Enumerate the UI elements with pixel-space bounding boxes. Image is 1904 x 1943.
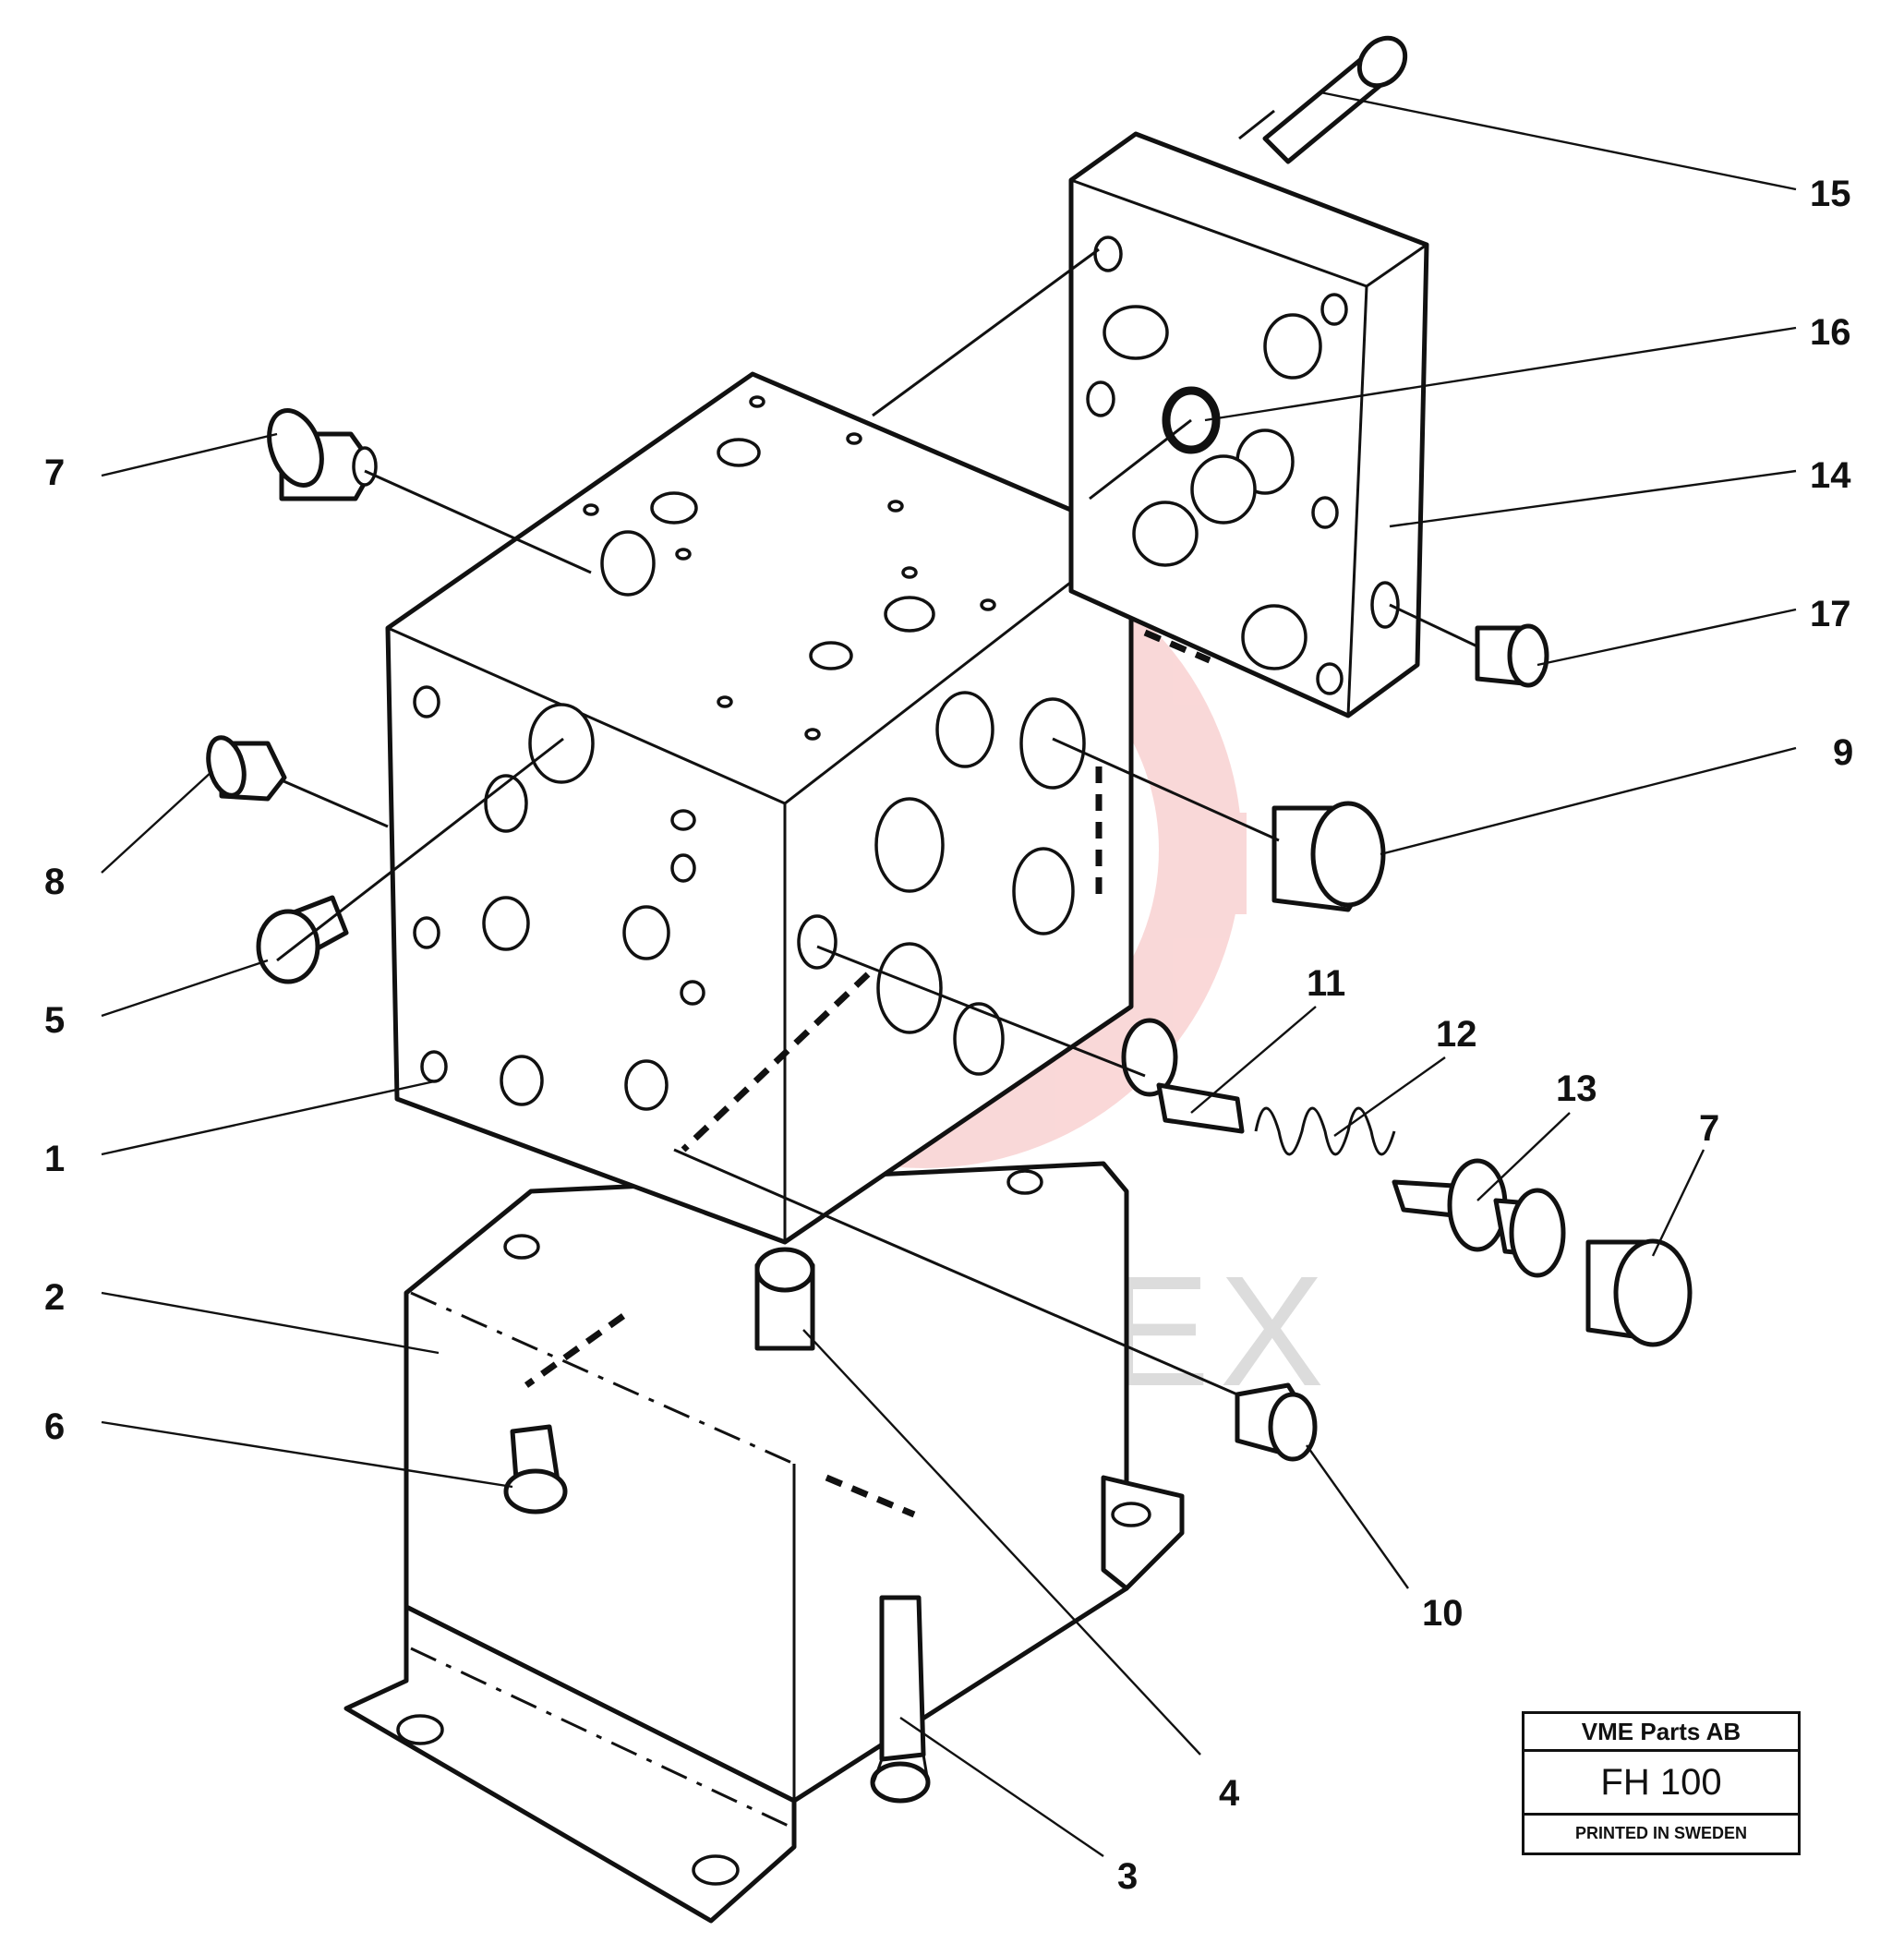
plug-part-9 — [1271, 801, 1386, 912]
printed-note: PRINTED IN SWEDEN — [1574, 1824, 1747, 1842]
callout-15: 15 — [1810, 174, 1851, 214]
callout-17: 17 — [1810, 594, 1851, 634]
callout-8: 8 — [44, 862, 65, 902]
plug-part-6 — [503, 1424, 568, 1515]
callout-10: 10 — [1422, 1593, 1464, 1634]
callout-5: 5 — [44, 1000, 65, 1041]
callout-13: 13 — [1556, 1068, 1597, 1109]
plug-part-10 — [1235, 1382, 1318, 1462]
callout-16: 16 — [1810, 312, 1851, 353]
o-ring-part-16 — [1162, 386, 1221, 454]
plug-part-7-upper — [267, 408, 378, 501]
callout-9: 9 — [1833, 732, 1853, 773]
dowel-part-4 — [754, 1247, 815, 1351]
bolt-part-3 — [870, 1595, 931, 1804]
callout-1: 1 — [44, 1139, 65, 1179]
plug-part-8 — [206, 735, 287, 802]
plug-part-7-lower — [1585, 1238, 1693, 1347]
poppet-part-13 — [1392, 1158, 1566, 1278]
valve-seat-part-11 — [1121, 1018, 1245, 1134]
bolt-part-15 — [1238, 35, 1408, 164]
callout-6: 6 — [44, 1406, 65, 1447]
callout-3: 3 — [1117, 1856, 1138, 1897]
drawing-code: FH 100 — [1524, 1752, 1798, 1816]
callout-14: 14 — [1810, 455, 1851, 496]
title-block: VME Parts AB FH 100 PRINTED IN SWEDEN — [1522, 1711, 1801, 1855]
screw-plug-part-5 — [256, 895, 349, 984]
callout-7-right: 7 — [1699, 1108, 1719, 1149]
callout-7-left: 7 — [44, 453, 65, 493]
company-name: VME Parts AB — [1524, 1714, 1798, 1752]
assembly-guide-lines — [276, 247, 1478, 1518]
callout-4: 4 — [1219, 1773, 1240, 1814]
leader-lines — [101, 91, 1797, 1857]
cover-plate-part-14 — [1068, 131, 1429, 718]
callout-12: 12 — [1436, 1014, 1477, 1055]
callout-2: 2 — [44, 1277, 65, 1318]
plug-part-17 — [1475, 623, 1549, 688]
callout-11: 11 — [1307, 963, 1345, 1004]
valve-block-part-1 — [385, 371, 1134, 1245]
spring-part-12 — [1254, 1106, 1396, 1156]
bracket-part-2 — [343, 1161, 1185, 1924]
